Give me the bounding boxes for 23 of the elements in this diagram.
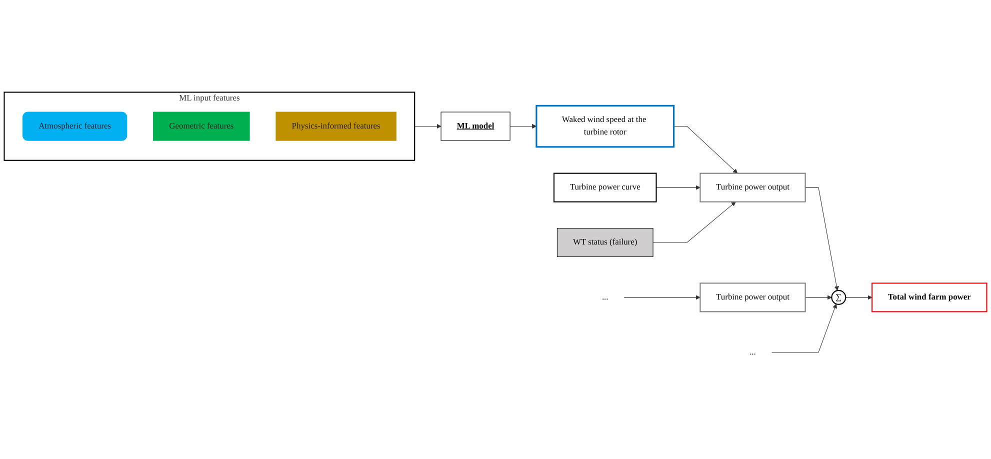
node-box: WT status (failure): [556, 228, 654, 258]
arrow: [656, 185, 700, 190]
arrow: [652, 202, 736, 243]
node-box: ML model: [440, 112, 510, 141]
arrow: [674, 126, 738, 174]
arrow: [771, 304, 837, 353]
node-text: ...: [750, 348, 756, 357]
node-text: ...: [602, 292, 608, 302]
node-box: Atmospheric features: [22, 112, 128, 141]
arrow: [805, 187, 839, 291]
arrow: [624, 295, 700, 300]
node-box: Total wind farm power: [872, 282, 988, 312]
arrow: [845, 295, 872, 300]
node-box: Turbine power output: [700, 172, 806, 202]
arrow: [510, 124, 537, 129]
node-circle: ∑: [831, 290, 846, 305]
node-box: Geometric features: [153, 112, 250, 141]
node-box: Waked wind speed at the turbine rotor: [536, 104, 675, 148]
node-box: Turbine power curve: [553, 172, 657, 202]
arrow: [414, 124, 442, 129]
arrow: [805, 295, 832, 300]
node-box: Physics-informed features: [276, 112, 396, 141]
node-box: Turbine power output: [700, 282, 806, 312]
